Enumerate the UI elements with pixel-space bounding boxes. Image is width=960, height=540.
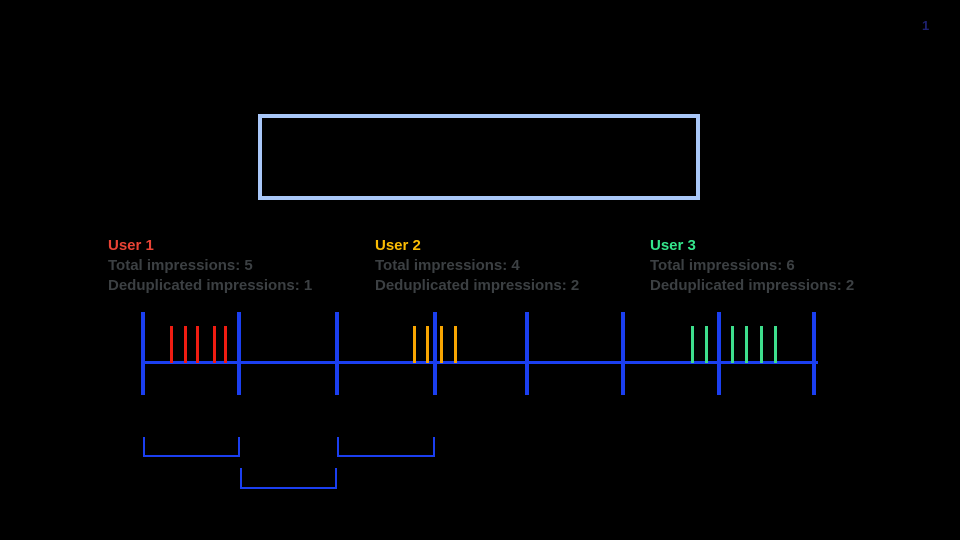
user-3-label: User 3 [650,237,696,254]
user-3-total-impressions: Total impressions: 6 [650,257,795,274]
user-2-block: User 2 Total impressions: 4 Deduplicated… [375,236,579,296]
bracket-base [240,487,337,489]
impression-mark-user-3 [759,326,763,363]
bracket-right-arm [238,437,240,457]
impression-mark-user-3 [773,326,777,363]
timeline-tick [141,312,145,395]
impression-mark-user-2 [412,326,416,363]
impression-mark-user-1 [223,326,227,363]
user-1-deduplicated-impressions: Deduplicated impressions: 1 [108,277,313,294]
user-2-label: User 2 [375,237,421,254]
timeline-tick [621,312,625,395]
bracket-right-arm [335,468,337,489]
impression-mark-user-1 [169,326,173,363]
impression-mark-user-3 [730,326,734,363]
user-2-deduplicated-impressions: Deduplicated impressions: 2 [375,277,580,294]
impression-mark-user-2 [439,326,443,363]
bracket-base [143,455,240,457]
timeline-tick [812,312,816,395]
impression-mark-user-1 [212,326,216,363]
impression-mark-user-3 [704,326,708,363]
bracket-left-arm [143,437,145,457]
impression-mark-user-1 [183,326,187,363]
user-3-deduplicated-impressions: Deduplicated impressions: 2 [650,277,855,294]
timeline-tick [433,312,437,395]
bracket-left-arm [337,437,339,457]
bracket-left-arm [240,468,242,489]
bracket-right-arm [433,437,435,457]
impression-mark-user-3 [744,326,748,363]
page-number: 1 [922,18,930,33]
impression-mark-user-2 [425,326,429,363]
user-1-block: User 1 Total impressions: 5 Deduplicated… [108,236,312,296]
bracket-base [337,455,435,457]
user-3-block: User 3 Total impressions: 6 Deduplicated… [650,236,854,296]
timeline-tick [237,312,241,395]
timeline-tick [335,312,339,395]
impression-mark-user-3 [690,326,694,363]
timeline-axis [143,360,818,364]
info-box [258,114,700,200]
timeline-tick [717,312,721,395]
timeline-tick [525,312,529,395]
user-1-label: User 1 [108,237,154,254]
user-1-total-impressions: Total impressions: 5 [108,257,253,274]
impression-mark-user-2 [453,326,457,363]
impression-mark-user-1 [195,326,199,363]
user-2-total-impressions: Total impressions: 4 [375,257,520,274]
